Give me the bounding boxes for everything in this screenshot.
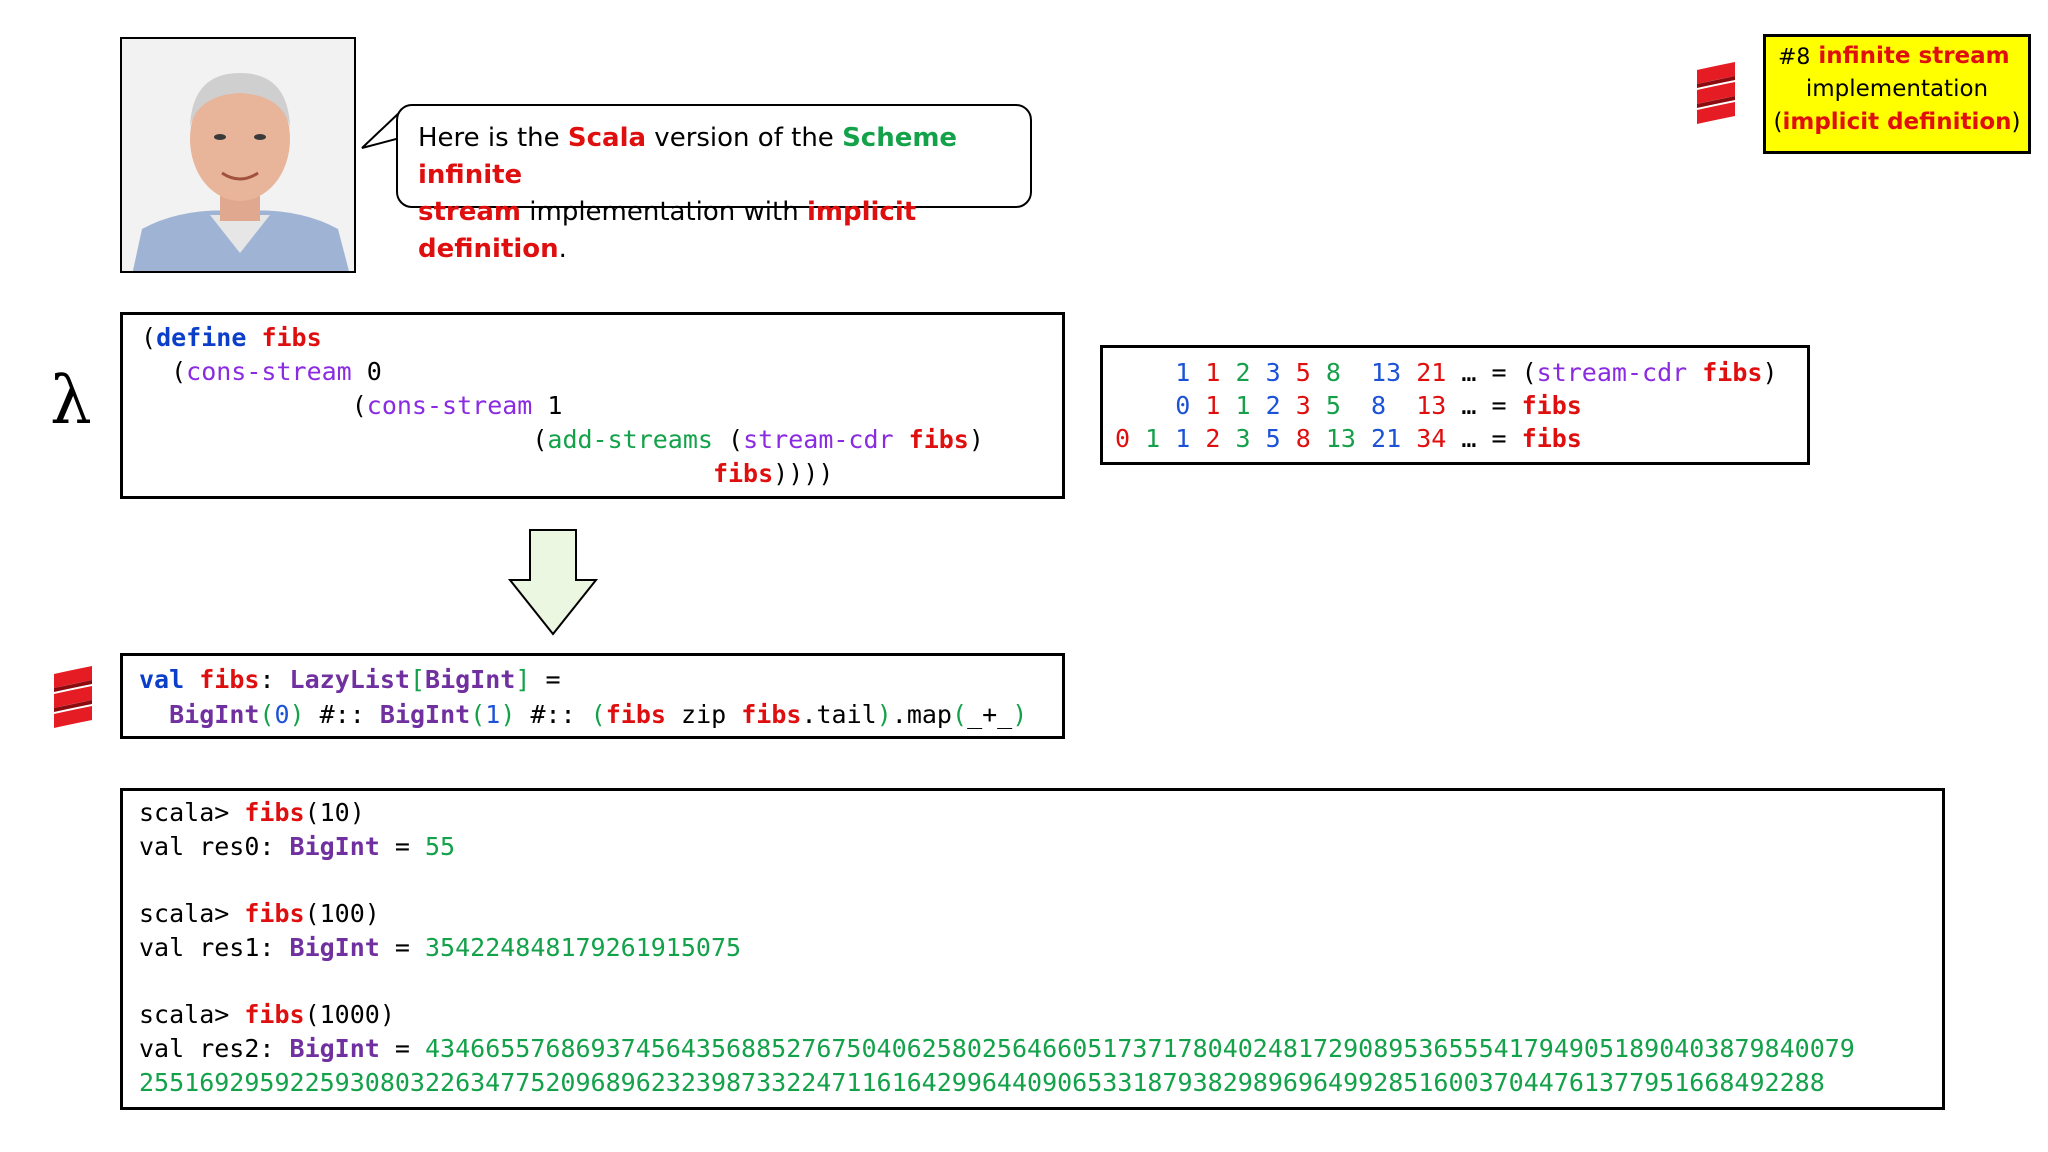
speech-bubble-tail bbox=[361, 111, 400, 149]
lambda-icon: λ bbox=[50, 362, 92, 439]
speech-bubble: Here is the Scala version of the Scheme … bbox=[396, 104, 1032, 264]
tag-line2: implementation bbox=[1805, 76, 1989, 102]
scala-logo-icon bbox=[1697, 62, 1735, 124]
presenter-photo bbox=[120, 37, 356, 273]
scala-logo-icon bbox=[54, 666, 92, 728]
scala-code-block: val fibs: LazyList[BigInt] = BigInt(0) #… bbox=[120, 653, 1065, 739]
down-arrow-icon bbox=[508, 529, 598, 636]
scala-repl-output: scala> fibs(10) val res0: BigInt = 55 sc… bbox=[120, 788, 1945, 1110]
stream-row-3: 0 1 1 2 3 5 8 13 21 34 … = fibs bbox=[1115, 424, 1582, 453]
fib-streams-table: 1 1 2 3 5 8 13 21 … = (stream-cdr fibs) … bbox=[1100, 345, 1810, 465]
slide-tag: #8 infinite stream implementation (impli… bbox=[1763, 34, 2031, 154]
stream-row-2: 0 1 1 2 3 5 8 13 … = fibs bbox=[1175, 391, 1582, 420]
tag-line1: infinite stream bbox=[1818, 43, 2010, 69]
scheme-code-block: (define fibs (cons-stream 0 (cons-stream… bbox=[120, 312, 1065, 499]
tag-line3: implicit definition bbox=[1782, 109, 2012, 135]
stream-row-1: 1 1 2 3 5 8 13 21 … = (stream-cdr fibs) … bbox=[1115, 358, 1778, 453]
slide-number: #8 bbox=[1778, 45, 1811, 70]
